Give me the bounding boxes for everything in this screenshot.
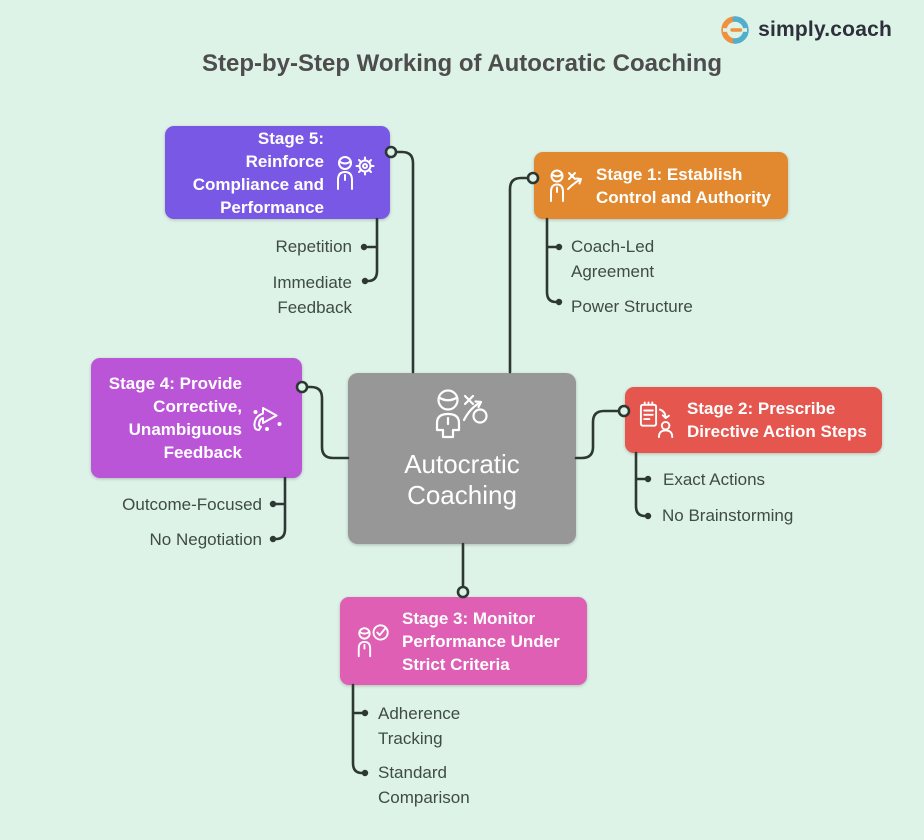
- stage-3-item-adherence-tracking: Adherence Tracking: [378, 704, 461, 748]
- stage-3-box: Stage 3: Monitor Performance Under Stric…: [340, 597, 587, 685]
- stage-1-box: Stage 1: Establish Control and Authority: [534, 152, 788, 219]
- person-gear-icon: [334, 155, 376, 191]
- connector-stage3-items: [351, 683, 364, 775]
- link-ring-stage3: [456, 585, 470, 599]
- stage-5-label: Stage 5: Reinforce Compliance and Perfor…: [192, 128, 324, 217]
- coach-strategy-icon: [435, 389, 488, 439]
- connector-stage4-items: [274, 476, 287, 541]
- central-node-label: Autocratic Coaching: [404, 449, 520, 510]
- feedback-arrow-icon: [252, 400, 288, 436]
- connector-stage1-items: [545, 217, 558, 304]
- stage-5-item-immediate-feedback: Immediate Feedback: [272, 273, 352, 317]
- connector-stage4-center: [300, 385, 350, 460]
- stage-3-label: Stage 3: Monitor Performance Under Stric…: [402, 608, 560, 674]
- page-title: Step-by-Step Working of Autocratic Coach…: [201, 50, 723, 77]
- stage-5-item-repetition: Repetition: [275, 237, 352, 256]
- stage-4-item-outcome-focused: Outcome-Focused: [122, 495, 262, 514]
- stage-5-box: Stage 5: Reinforce Compliance and Perfor…: [165, 126, 390, 219]
- connector-stage5-center: [389, 150, 415, 374]
- clipboard-assign-icon: [639, 400, 677, 440]
- central-node-autocratic-coaching: Autocratic Coaching: [348, 373, 576, 544]
- stage-2-item-exact-actions: Exact Actions: [663, 470, 766, 489]
- stage-4-item-no-negotiation: No Negotiation: [149, 530, 262, 549]
- stage-2-label: Stage 2: Prescribe Directive Action Step…: [687, 399, 867, 441]
- stage-4-box: Stage 4: Provide Corrective, Unambiguous…: [91, 358, 302, 478]
- brand-logo: simply.coach: [720, 15, 892, 45]
- stage-3-item-standard-comparison: Standard Comparison: [378, 763, 470, 807]
- brand-logo-text: simply.coach: [758, 18, 892, 41]
- connector-center-stage2: [574, 409, 625, 460]
- stage-2-item-no-brainstorming: No Brainstorming: [662, 506, 794, 525]
- stage-2-box: Stage 2: Prescribe Directive Action Step…: [625, 387, 882, 453]
- stage-1-item-coach-led-agreement: Coach-Led Agreement: [571, 237, 655, 281]
- connector-stage1-center: [508, 176, 535, 374]
- person-check-icon: [354, 623, 392, 659]
- stage-4-label: Stage 4: Provide Corrective, Unambiguous…: [108, 374, 242, 462]
- stage-1-label: Stage 1: Establish Control and Authority: [596, 164, 772, 207]
- simply-coach-logo-icon: [721, 16, 749, 44]
- stage-1-item-power-structure: Power Structure: [571, 297, 693, 316]
- person-strategy-icon: [548, 169, 586, 203]
- connector-stage2-items: [634, 451, 647, 518]
- connector-stage5-items: [366, 217, 379, 283]
